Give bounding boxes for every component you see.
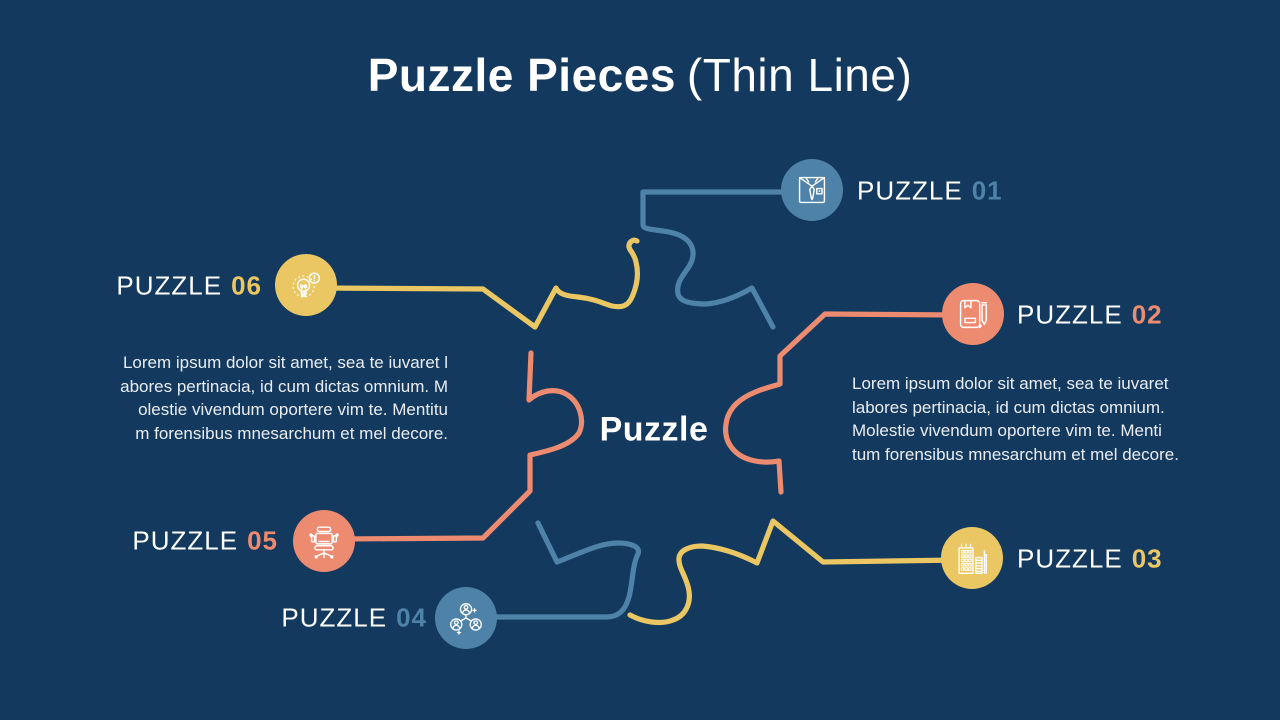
puzzle-02-number: 02 — [1131, 299, 1163, 330]
puzzle-line-03 — [627, 518, 961, 626]
notebook-pen-icon — [959, 299, 988, 329]
puzzle-02-word: PUZZLE — [1017, 299, 1123, 330]
puzzle-05-word: PUZZLE — [132, 525, 239, 556]
puzzle-line-05 — [337, 350, 585, 542]
puzzle-06-badge — [275, 254, 337, 316]
puzzle-04-word: PUZZLE — [281, 602, 388, 633]
title-light: (Thin Line) — [686, 49, 913, 101]
puzzle-line-04 — [477, 520, 642, 620]
idea-bulb-icon — [292, 272, 321, 298]
puzzle-01-number: 01 — [971, 175, 1003, 206]
buildings-icon — [958, 543, 987, 574]
puzzle-04-badge — [435, 587, 497, 649]
puzzle-line-06 — [317, 237, 640, 330]
puzzle-06-number: 06 — [231, 270, 262, 301]
shirt-tie-icon — [798, 176, 826, 204]
slide-title: Puzzle Pieces(Thin Line) — [0, 48, 1280, 102]
puzzle-05-number: 05 — [247, 525, 278, 556]
puzzle-01-badge — [781, 159, 843, 221]
people-network-icon — [450, 603, 482, 635]
puzzle-01-label: PUZZLE 01 — [857, 176, 1003, 207]
puzzle-02-badge — [942, 283, 1004, 345]
right-paragraph: Lorem ipsum dolor sit amet, sea te iuvar… — [852, 374, 1179, 464]
puzzle-06-word: PUZZLE — [116, 270, 223, 301]
puzzle-03-badge — [941, 527, 1003, 589]
puzzle-03-word: PUZZLE — [1017, 543, 1123, 574]
puzzle-06-label: PUZZLE 06 — [116, 271, 262, 302]
puzzle-05-badge — [293, 510, 355, 572]
puzzle-03-number: 03 — [1131, 543, 1163, 574]
puzzle-center-label: Puzzle — [599, 410, 709, 449]
puzzle-line-01 — [640, 189, 803, 330]
puzzle-line-02 — [723, 311, 963, 495]
puzzle-05-label: PUZZLE 05 — [132, 526, 278, 557]
puzzle-01-word: PUZZLE — [857, 175, 963, 206]
puzzle-04-label: PUZZLE 04 — [281, 603, 427, 634]
office-chair-icon — [309, 526, 339, 559]
puzzle-04-number: 04 — [396, 602, 427, 633]
puzzle-02-label: PUZZLE 02 — [1017, 300, 1163, 331]
puzzle-03-label: PUZZLE 03 — [1017, 544, 1163, 575]
title-bold: Puzzle Pieces — [367, 49, 676, 101]
left-paragraph: Lorem ipsum dolor sit amet, sea te iuvar… — [120, 353, 448, 443]
